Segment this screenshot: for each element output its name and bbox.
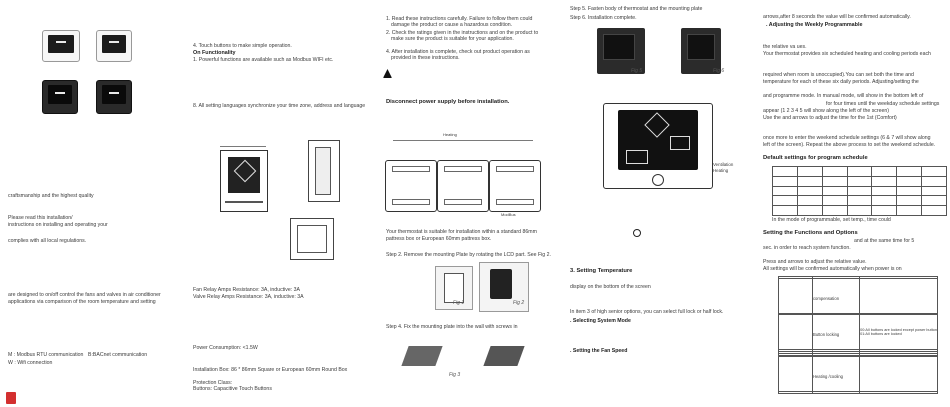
weekly-programmable-title: . Adjusting the Weekly Programmable xyxy=(766,22,863,28)
read-instructions-1: 1. Read these instructions carefully. Fa… xyxy=(386,16,533,22)
fan-relay-text: Fan Relay Amps Resistance: 3A, inductive… xyxy=(193,287,300,293)
warning-icon xyxy=(383,69,392,78)
ventilation-callout: Ventilation xyxy=(713,162,734,167)
button-locking-label: Button locking xyxy=(812,332,840,338)
fig1-label: Fig 1 xyxy=(453,300,465,306)
intro-text-1: craftsmanship and the highest quality xyxy=(8,193,94,199)
setting-temperature-title: 3. Setting Temperature xyxy=(570,268,633,274)
reach-system-text: sec. in order to reach system function. xyxy=(763,245,851,251)
suitable-text-2: pattress box or European 60mm pattress b… xyxy=(386,236,492,242)
front-view-drawing xyxy=(220,150,268,212)
read-instructions-2b: make sure the product is suitable for yo… xyxy=(391,36,514,42)
product-photo-white-1 xyxy=(42,30,80,62)
program-schedule-table xyxy=(772,166,947,216)
panel-intro: craftsmanship and the highest quality Pl… xyxy=(0,0,190,407)
intro-text-3: instructions on installing and operating… xyxy=(8,222,108,228)
intro-text-8: B:BACnet communication xyxy=(88,352,148,358)
fig6-image xyxy=(681,28,721,74)
wiring-diagram-2 xyxy=(437,160,489,212)
high-senior-text: In item 3 of high senior options, you ca… xyxy=(570,309,724,315)
step5-text: Step 5. Fasten body of thermostat and th… xyxy=(570,6,703,12)
step6-text: Step 6. Installation complete. xyxy=(570,15,637,21)
protection-class-text: Protection Class: xyxy=(193,380,233,386)
intro-text-7: M : Modbus RTU communication xyxy=(8,352,84,358)
suitable-text-1: Your thermostat is suitable for installa… xyxy=(386,229,537,235)
buttons-text: Buttons: Capacitive Touch Buttons xyxy=(193,386,272,392)
once-more-text: once more to enter the weekend schedule … xyxy=(763,135,931,141)
display-bottom-text: display on the bottom of the screen xyxy=(570,284,651,290)
fig2-label: Fig 2 xyxy=(513,300,525,306)
functions-options-title: Setting the Functions and Options xyxy=(763,230,858,236)
valve-relay-text: Valve Relay Amps Resistance: 3A, inducti… xyxy=(193,294,304,300)
product-photo-white-2 xyxy=(96,30,132,62)
and-same-time-text: and at the same time for 5 xyxy=(854,238,915,244)
panel-specs: 4. Touch buttons to make simple operatio… xyxy=(190,0,370,407)
touch-buttons-text: 4. Touch buttons to make simple operatio… xyxy=(193,43,292,49)
lock-option-1: 00:All buttons are locked except power b… xyxy=(860,327,937,332)
prog-mode-text: and programme mode. In manual mode, will… xyxy=(763,93,924,99)
read-instructions-3: 4. After installation is complete, check… xyxy=(386,49,530,55)
wiring-top-line xyxy=(393,140,533,141)
heating-callout: Heating xyxy=(713,168,729,173)
dimension-line xyxy=(220,146,266,147)
compensation-label: compensation xyxy=(812,295,840,301)
step2-text: Step 2. Remove the mounting Plate by rot… xyxy=(386,252,551,258)
setting-fan-speed-title: . Setting the Fan Speed xyxy=(570,348,628,354)
panel-operation: Step 5. Fasten body of thermostat and th… xyxy=(567,0,757,407)
fig5-label: Fig 5 xyxy=(631,68,643,74)
power-button-icon xyxy=(633,229,641,237)
product-photo-black-1 xyxy=(42,80,78,114)
four-times-text: for four times until the weekday schedul… xyxy=(826,101,940,107)
back-view-drawing xyxy=(290,218,334,260)
heating-cooling-label: Heating /cooling xyxy=(812,374,843,380)
modbus-label: ModBus xyxy=(501,212,516,217)
on-functionality-title: On Functionality xyxy=(193,50,236,56)
heating-label: Heating xyxy=(443,132,457,137)
lcd-display-diagram xyxy=(603,103,713,189)
function-options-table: compensation Button locking 00:All button… xyxy=(778,276,938,394)
unoccupied-text: required when room is unoccupied).You ca… xyxy=(763,72,914,78)
intro-text-4: complies with all local regulations. xyxy=(8,238,87,244)
intro-text-6: applications via comparison of the room … xyxy=(8,299,156,305)
default-settings-title: Default settings for program schedule xyxy=(763,155,868,161)
appear-text: appear (1 2 3 4 5 will show along the le… xyxy=(763,108,890,114)
wiring-diagram-3 xyxy=(489,160,541,212)
on-functionality-text: 1. Powerful functions are available such… xyxy=(193,57,334,63)
fig4-image xyxy=(483,338,527,374)
step4-text: Step 4. Fix the mounting plate into the … xyxy=(386,324,518,330)
fig5-image xyxy=(597,28,645,74)
all-settings-text: All settings will be confirmed automatic… xyxy=(763,266,902,272)
disconnect-warning: Disconnect power supply before installat… xyxy=(386,99,510,105)
fig1-image xyxy=(435,266,473,310)
weekly-desc-text: Your thermostat provides six scheduled h… xyxy=(763,51,931,57)
product-photo-black-2 xyxy=(96,80,132,114)
arrows-confirm-text: arrows,after 8 seconds the value will be… xyxy=(763,14,911,20)
selecting-system-mode-title: . Selecting System Mode xyxy=(570,318,631,324)
languages-text: 8. All setting languages synchronize you… xyxy=(193,103,366,109)
read-instructions-2: 2. Check the ratings given in the instru… xyxy=(386,30,539,36)
intro-text-2: Please read this installation/ xyxy=(8,215,73,221)
intro-text-5: are designed to on/off control the fans … xyxy=(8,292,161,298)
use-arrows-text: Use the and arrows to adjust the time fo… xyxy=(763,115,897,121)
programmable-note: In the mode of programmable, set temp., … xyxy=(772,217,891,223)
panel-programming: arrows,after 8 seconds the value will be… xyxy=(760,0,950,407)
fig3-label: Fig 3 xyxy=(449,372,461,378)
temp-each-text: temperature for each of these six daily … xyxy=(763,79,919,85)
side-view-drawing xyxy=(308,140,340,202)
intro-text-9: W : Wifi connection xyxy=(8,360,53,366)
lock-option-2: 01:All buttons are locked xyxy=(860,332,902,337)
wiring-diagram-1 xyxy=(385,160,437,212)
read-instructions-3b: provided in these instructions. xyxy=(391,55,460,61)
pdf-icon xyxy=(6,392,16,404)
press-arrows-text: Press and arrows to adjust the relative … xyxy=(763,259,867,265)
fig3-image xyxy=(401,338,445,374)
fig2-image xyxy=(479,262,529,312)
relative-values-text: the relative va ues. xyxy=(763,44,807,50)
read-instructions-1b: damage the product or cause a hazardous … xyxy=(391,22,513,28)
installation-box-text: Installation Box: 86 * 86mm Square or Eu… xyxy=(193,367,348,373)
power-consumption-text: Power Consumption: <1.5W xyxy=(193,345,258,351)
fig6-label: Fig 6 xyxy=(713,68,725,74)
left-screen-text: left of the screen). Repeat the above pr… xyxy=(763,142,936,148)
panel-installation: 1. Read these instructions carefully. Fa… xyxy=(383,0,563,407)
